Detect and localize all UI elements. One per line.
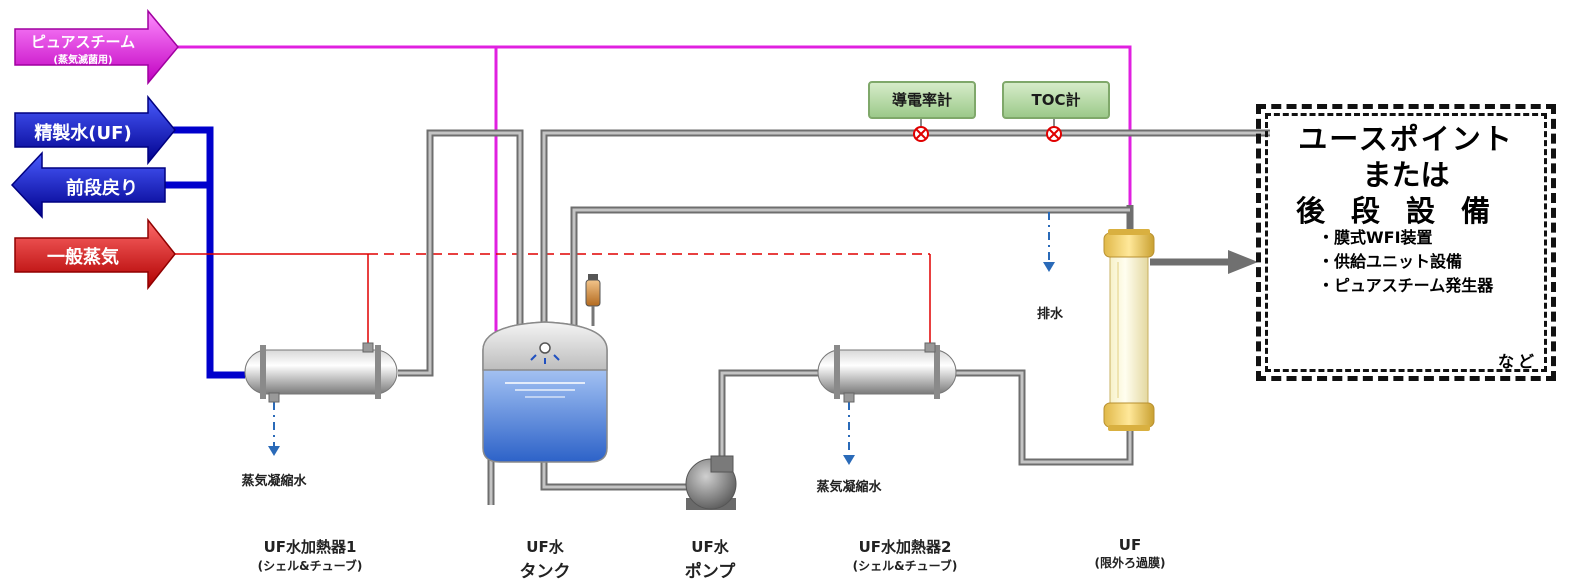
- purified-water-label: 精製水(UF): [34, 123, 132, 144]
- return-water-label: 前段戻り: [66, 178, 138, 199]
- heater-2: [817, 342, 957, 403]
- tank-name-1: UF水: [526, 538, 564, 556]
- use-point-title-1: ユースポイント: [1298, 122, 1514, 156]
- uf-outlet-arrow: [1150, 250, 1258, 274]
- use-point-frame-inner: [1265, 113, 1547, 372]
- uf-type: (限外ろ過膜): [1094, 556, 1166, 570]
- use-point-frame-outer: [1256, 104, 1556, 381]
- heater1-name: UF水加熱器1: [263, 538, 357, 556]
- uf-membrane: [1103, 229, 1155, 431]
- pure-steam-sublabel: (蒸気滅菌用): [53, 55, 113, 66]
- drain-arrowheads: [268, 262, 1055, 465]
- heater2-name: UF水加熱器2: [858, 538, 952, 556]
- use-point-item: ・供給ユニット設備: [1318, 252, 1463, 271]
- use-point-item: ・ピュアスチーム発生器: [1318, 276, 1494, 295]
- uf-water-pump: [685, 455, 737, 510]
- heater2-caption: UF水加熱器2 (シェル&チューブ): [825, 536, 985, 574]
- use-point-title-2: または: [1362, 158, 1450, 192]
- condensate-label-2: 蒸気凝縮水: [816, 480, 882, 495]
- return-water-arrow: [10, 151, 166, 219]
- use-point-items: ・膜式WFI装置 ・供給ユニット設備 ・ピュアスチーム発生器: [1318, 226, 1493, 298]
- heater1-type: (シェル&チューブ): [257, 559, 363, 573]
- use-point-box: ユースポイント または 後段設備 ・膜式WFI装置 ・供給ユニット設備 ・ピュア…: [1256, 104, 1556, 381]
- general-steam-label: 一般蒸気: [47, 247, 119, 268]
- heater2-type: (シェル&チューブ): [852, 559, 958, 573]
- pump-caption: UF水 ポンプ: [670, 536, 750, 582]
- heater1-caption: UF水加熱器1 (シェル&チューブ): [230, 536, 390, 574]
- use-point-etc: など: [1497, 352, 1538, 371]
- toc-meter: TOC計: [1002, 81, 1110, 119]
- use-point-title-3: 後段設備: [1295, 194, 1516, 228]
- drain-lines: [273, 212, 1050, 458]
- general-steam-arrow: [14, 217, 176, 291]
- use-point-item: ・膜式WFI装置: [1318, 228, 1433, 247]
- tank-caption: UF水 タンク: [505, 536, 585, 582]
- pure-steam-arrow: [14, 8, 179, 86]
- pump-name-1: UF水: [691, 538, 729, 556]
- pump-name-2: ポンプ: [684, 562, 736, 582]
- heater-1: [244, 342, 398, 403]
- uf-name: UF: [1118, 536, 1142, 554]
- uf-water-tank: [482, 274, 608, 463]
- uf-caption: UF (限外ろ過膜): [1080, 536, 1180, 571]
- drain-label: 排水: [1036, 307, 1063, 322]
- condensate-label-1: 蒸気凝縮水: [241, 474, 307, 489]
- tank-name-2: タンク: [519, 562, 571, 582]
- pure-steam-lines: [175, 45, 1138, 360]
- conductivity-meter: 導電率計: [868, 81, 976, 119]
- pure-steam-label: ピュアスチーム: [30, 33, 136, 51]
- purified-water-arrow: [14, 94, 176, 166]
